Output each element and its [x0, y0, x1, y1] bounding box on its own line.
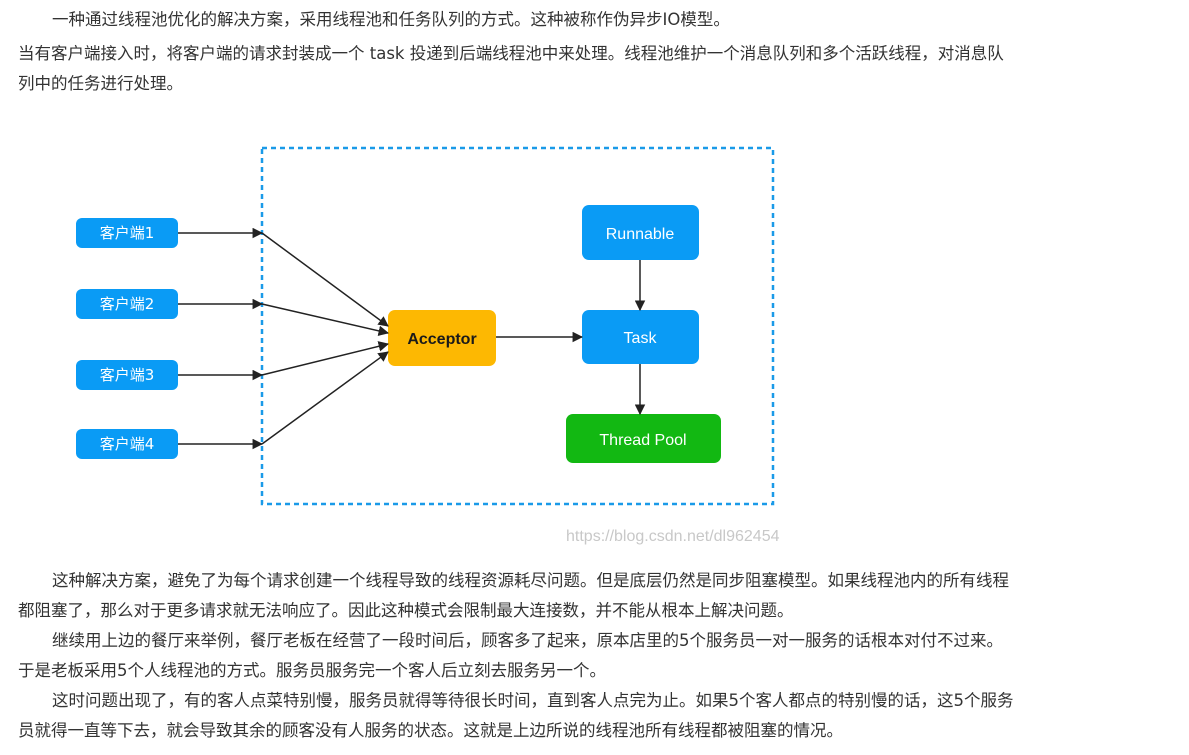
task-label: Task: [624, 330, 658, 347]
runnable-label: Runnable: [606, 226, 675, 243]
arrow-to-acceptor-4: [261, 351, 389, 445]
intro-line-1: 一种通过线程池优化的解决方案，采用线程池和任务队列的方式。这种被称作伪异步IO模…: [52, 10, 730, 29]
para3-line-2: 员就得一直等下去，就会导致其余的顾客没有人服务的状态。这就是上边所说的线程池所有…: [18, 721, 843, 740]
intro-line-3: 列中的任务进行处理。: [18, 74, 183, 93]
client-box-4: 客户端4: [76, 429, 178, 459]
thread-pool-box: Thread Pool: [566, 414, 721, 463]
arrow-to-acceptor-3: [261, 341, 390, 376]
container-border: [260, 146, 775, 506]
client-box-3: 客户端3: [76, 360, 178, 390]
watermark: https://blog.csdn.net/dl962454: [566, 528, 780, 545]
para2-line-1: 继续用上边的餐厅来举例，餐厅老板在经营了一段时间后，顾客多了起来，原本店里的5个…: [52, 631, 1003, 650]
intro-line-2: 当有客户端接入时，将客户端的请求封装成一个 task 投递到后端线程池中来处理。…: [18, 44, 1004, 63]
arrow-to-acceptor-2: [261, 303, 390, 336]
runnable-box: Runnable: [582, 205, 699, 260]
client-label-2: 客户端2: [100, 295, 155, 313]
client-box-1: 客户端1: [76, 218, 178, 248]
para3-line-1: 这时问题出现了，有的客人点菜特别慢，服务员就得等待很长时间，直到客人点完为止。如…: [52, 691, 1014, 710]
acceptor-label: Acceptor: [407, 331, 476, 348]
thread-pool-label: Thread Pool: [599, 432, 686, 449]
client-label-3: 客户端3: [100, 366, 155, 384]
task-box: Task: [582, 310, 699, 364]
client-label-1: 客户端1: [100, 224, 155, 242]
arrow-to-acceptor-1: [261, 232, 389, 327]
para1-line-2: 都阻塞了，那么对于更多请求就无法响应了。因此这种模式会限制最大连接数，并不能从根…: [18, 601, 794, 620]
para1-line-1: 这种解决方案，避免了为每个请求创建一个线程导致的线程资源耗尽问题。但是底层仍然是…: [52, 571, 1009, 590]
client-label-4: 客户端4: [100, 435, 155, 453]
acceptor-box: Acceptor: [388, 310, 496, 366]
client-box-2: 客户端2: [76, 289, 178, 319]
para2-line-2: 于是老板采用5个人线程池的方式。服务员服务完一个客人后立刻去服务另一个。: [18, 661, 606, 680]
architecture-diagram: 客户端1 客户端2 客户端3 客户端4 Acceptor Runnable Ta…: [76, 146, 780, 545]
